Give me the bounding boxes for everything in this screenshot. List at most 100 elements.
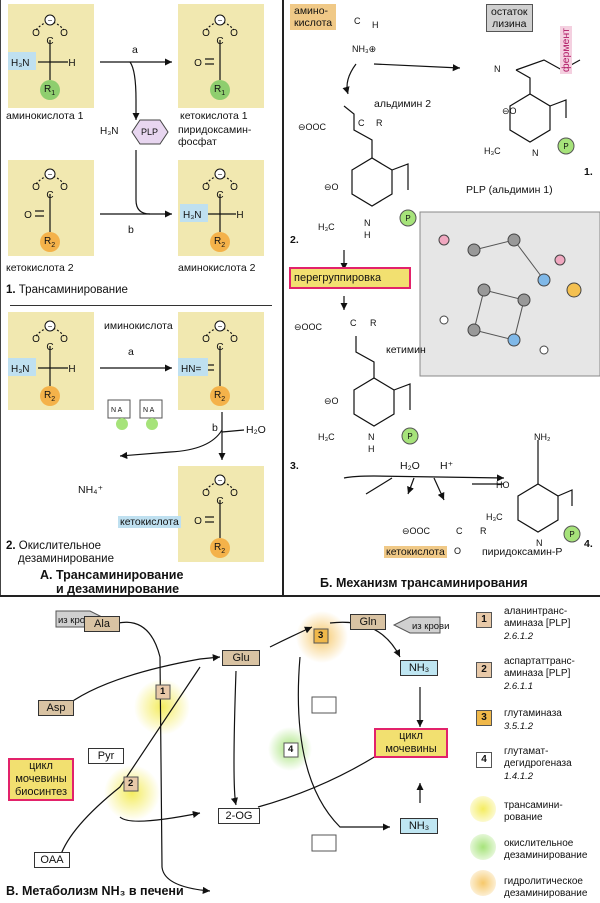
legend-name-2: аспартаттранс- аминаза [PLP]: [504, 656, 575, 679]
panel-a-caption-line2: и дезаминирование: [56, 582, 180, 596]
gln-box: Gln: [350, 614, 386, 630]
structure-1-number: 1.: [584, 166, 593, 178]
svg-text:N: N: [368, 432, 375, 442]
svg-text:C: C: [46, 190, 53, 201]
svg-text:H₃C: H₃C: [318, 432, 335, 442]
legend-glow-green: [470, 834, 496, 860]
svg-text:H₃N: H₃N: [11, 364, 30, 375]
svg-text:C: C: [354, 16, 361, 26]
svg-text:−: −: [48, 16, 53, 25]
svg-text:O: O: [202, 488, 210, 499]
structure-3-number: 3.: [290, 460, 299, 472]
panel-c-network: [55, 610, 441, 894]
svg-text:N: N: [532, 148, 539, 158]
ammonium-label: NH₄⁺: [78, 484, 103, 496]
legend-ec-2: 2.6.1.1: [504, 681, 534, 692]
legend-ec-4: 1.4.1.2: [504, 771, 534, 782]
structure-4-number: 4.: [584, 538, 593, 550]
svg-text:NH₃⊕: NH₃⊕: [352, 44, 376, 54]
step-a-label-2: a: [128, 346, 134, 358]
pyr-box: Pyr: [88, 748, 124, 764]
panel-b-caption: Б. Механизм трансаминирования: [320, 576, 528, 590]
nh3-box-top: NH₃: [400, 660, 438, 676]
legend-name-4: глутамат- дегидрогеназа: [504, 746, 572, 769]
svg-text:P: P: [569, 530, 574, 539]
svg-text:N A: N A: [143, 407, 155, 414]
legend-glow-text-1: трансамини- рование: [504, 800, 563, 823]
svg-text:R: R: [480, 526, 487, 536]
plp-aldimine1-label: PLP (альдимин 1): [466, 184, 553, 196]
panel-c-caption: В. Метаболизм NH₃ в печени: [6, 884, 184, 898]
legend-name-3: глутаминаза: [504, 708, 562, 719]
svg-text:H: H: [68, 364, 75, 375]
oaa-box: OAA: [34, 852, 70, 868]
enzyme-1-tag: 1: [160, 686, 166, 697]
part1-title: 1. Трансаминирование: [6, 284, 128, 296]
from-blood-right: из крови: [412, 621, 450, 632]
pyridoxamine-line2: фосфат: [178, 136, 217, 148]
ketoacid-label-a: кетокислота: [118, 516, 181, 528]
legend-num-2: 2: [476, 662, 492, 678]
svg-text:O: O: [60, 182, 68, 193]
svg-text:−: −: [48, 322, 53, 331]
aminoacid1-label: аминокислота 1: [6, 110, 84, 122]
rearrangement-label: перегруппировка: [294, 272, 382, 284]
svg-text:C: C: [46, 342, 53, 353]
panel-a-left-border: [0, 0, 1, 595]
ala-box: Ala: [84, 616, 120, 632]
svg-text:C: C: [350, 318, 357, 328]
svg-text:H: H: [68, 58, 75, 69]
pyridoxamine-p-label: пиридоксамин-P: [482, 546, 563, 558]
r2-source: R2: [44, 390, 56, 403]
panel-a-divider: [10, 305, 272, 306]
svg-text:⊖OOC: ⊖OOC: [298, 122, 327, 132]
svg-text:N: N: [364, 218, 371, 228]
panel-divider-vertical: [282, 0, 284, 595]
svg-text:O: O: [230, 28, 238, 39]
nh3-box-bottom: NH₃: [400, 818, 438, 834]
svg-text:C: C: [216, 190, 223, 201]
svg-text:C: C: [358, 118, 365, 128]
svg-text:O: O: [230, 182, 238, 193]
svg-text:H₃N: H₃N: [183, 210, 202, 221]
panel-divider-horizontal: [0, 595, 600, 597]
svg-text:−: −: [218, 322, 223, 331]
svg-text:NH₂: NH₂: [534, 432, 551, 442]
svg-text:−: −: [218, 476, 223, 485]
svg-text:O: O: [24, 210, 32, 221]
r1-right: R1: [214, 84, 226, 97]
svg-text:O: O: [230, 334, 238, 345]
svg-text:O: O: [230, 488, 238, 499]
svg-text:HO: HO: [496, 480, 510, 490]
og-box: 2-OG: [218, 808, 260, 824]
r2-aminoacid2: R2: [214, 236, 226, 249]
svg-text:O: O: [32, 182, 40, 193]
legend-ec-3: 3.5.1.2: [504, 721, 534, 732]
svg-text:O: O: [202, 182, 210, 193]
legend-num-4: 4: [476, 752, 492, 768]
enzyme-4-tag: 4: [288, 744, 294, 755]
svg-text:H: H: [372, 20, 379, 30]
part2-title-line1: 2. Окислительное: [6, 540, 102, 552]
ketoacid2-label: кетокислота 2: [6, 262, 74, 274]
svg-text:⊖OOC: ⊖OOC: [402, 526, 431, 536]
structure-2-number: 2.: [290, 234, 299, 246]
legend-name-1: аланинтранс- аминаза [PLP]: [504, 606, 571, 629]
svg-text:⊖OOC: ⊖OOC: [294, 322, 323, 332]
svg-text:P: P: [407, 432, 412, 441]
svg-text:O: O: [32, 28, 40, 39]
proton-label: H⁺: [440, 460, 454, 472]
svg-text:−: −: [218, 170, 223, 179]
pyridoxamine-nh3: H₃N: [100, 126, 119, 137]
svg-text:−: −: [218, 16, 223, 25]
svg-text:O: O: [454, 546, 461, 556]
svg-text:O: O: [194, 516, 202, 527]
panel-a-caption-line1: А. Трансаминирование: [40, 568, 184, 582]
ketimine-label: кетимин: [386, 344, 426, 356]
legend-num-3: 3: [476, 710, 492, 726]
plp-label: PLP: [141, 127, 159, 137]
svg-text:⊖O: ⊖O: [324, 396, 339, 406]
